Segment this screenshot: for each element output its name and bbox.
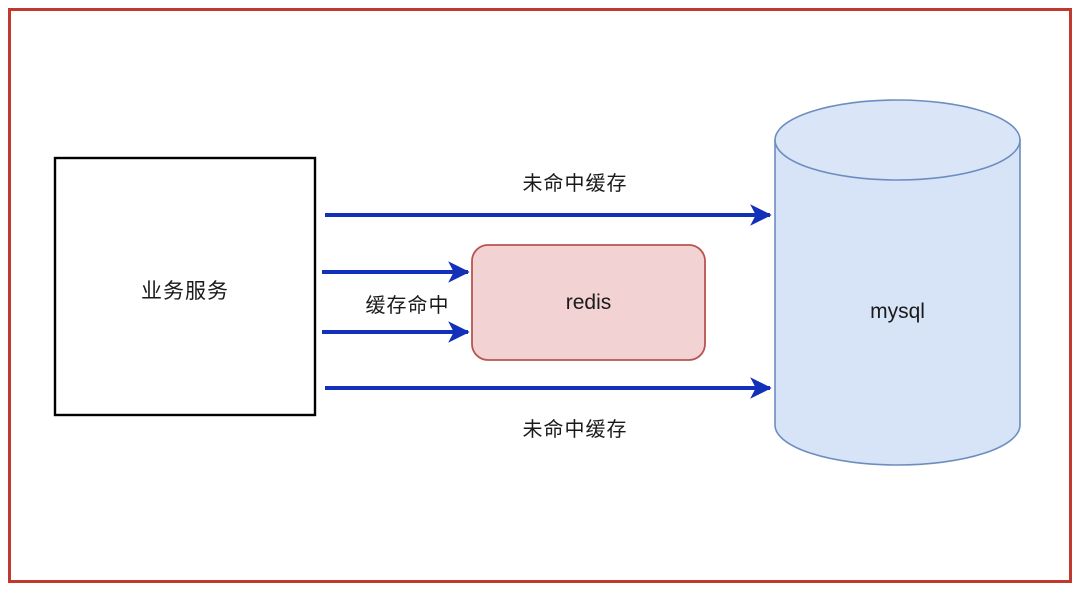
node-label-mysql: mysql [870, 300, 925, 323]
node-mysql-cylinder[interactable] [774, 99, 1021, 466]
node-label-business-service: 业务服务 [141, 280, 229, 303]
edge-label-cache-miss-bottom: 未命中缓存 [522, 419, 628, 441]
edge-label-cache-hit: 缓存命中 [365, 295, 450, 317]
edge-label-cache-miss-top: 未命中缓存 [522, 173, 628, 195]
node-label-redis: redis [565, 291, 612, 314]
node-redis-box[interactable] [471, 244, 706, 361]
node-business-service-box[interactable] [53, 156, 317, 417]
